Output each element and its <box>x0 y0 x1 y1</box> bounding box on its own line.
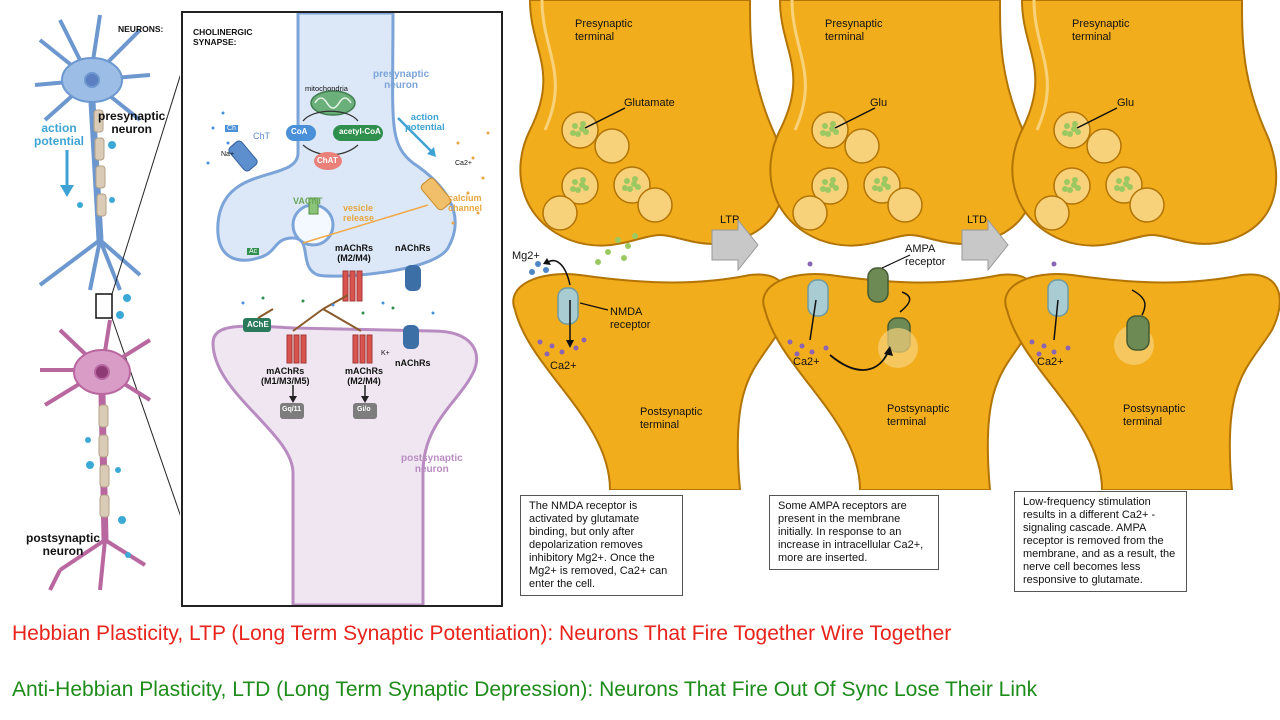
gio-protein <box>353 403 377 419</box>
panel1-description: The NMDA receptor is activated by glutam… <box>520 495 683 596</box>
panel1-postsynaptic-label: Postsynaptic terminal <box>640 406 703 431</box>
presynaptic-nachrs-label: nAChRs <box>395 243 431 253</box>
postsynaptic-nachrs-label: nAChRs <box>395 358 431 368</box>
postsynaptic-nachr-receptor <box>403 325 419 349</box>
ache-enzyme <box>243 318 271 332</box>
calcium-channel-icon <box>420 177 452 211</box>
coa-label: CoA <box>291 127 308 136</box>
neurons-illustration <box>34 14 180 591</box>
ltd-arrow <box>961 218 1009 272</box>
ltp-arrow <box>711 218 759 272</box>
panel1-mg-label: Mg2+ <box>512 250 540 262</box>
ltd-caption: Anti-Hebbian Plasticity, LTD (Long Term … <box>12 678 1038 701</box>
panel3-ca-label: Ca2+ <box>1037 356 1064 368</box>
postsynaptic-neuron-label: postsynaptic neuron <box>26 531 101 558</box>
postsynaptic-machrs-m1-label: mAChRs (M1/M3/M5) <box>261 366 310 386</box>
panel1-ca-label: Ca2+ <box>550 360 577 372</box>
synapse-illustration <box>206 13 490 605</box>
panel1-nmda-label: NMDA receptor <box>610 306 651 331</box>
neurons-title: NEURONS: <box>118 24 164 34</box>
ch-tag: Ch <box>225 125 238 132</box>
presynaptic-machrs-label: mAChRs (M2/M4) <box>335 243 374 263</box>
ltp-caption: Hebbian Plasticity, LTP (Long Term Synap… <box>12 622 952 645</box>
na-tag: Na+ <box>221 151 235 158</box>
plasticity-illustration <box>512 0 1280 490</box>
vacht-label: VAChT <box>293 196 323 206</box>
panel2-presynaptic-label: Presynaptic terminal <box>825 18 883 43</box>
ache-label: AChE <box>247 320 269 329</box>
panel2-glu-label: Glu <box>870 97 888 109</box>
synapse-action-potential-label: action potential <box>405 112 445 133</box>
presynaptic-terminal-shape <box>216 13 457 278</box>
ampa-receptor-icon <box>867 267 889 303</box>
presynaptic-neuron-label: presynaptic neuron <box>98 109 166 136</box>
nmda-receptor-icon <box>557 287 579 325</box>
presynaptic-neuron-tag: presynaptic neuron <box>373 69 430 91</box>
ac-tag: Ac <box>247 248 260 255</box>
panel2-ca-label: Ca2+ <box>793 356 820 368</box>
ca-tag: Ca2+ <box>455 160 472 167</box>
nmda-panel-drawing <box>512 0 789 490</box>
presynaptic-nachr-receptor <box>405 265 421 291</box>
panel3-glu-label: Glu <box>1117 97 1135 109</box>
ltd-arrow-label: LTD <box>967 214 987 226</box>
postsynaptic-machr-m1-receptor <box>286 334 307 364</box>
panel2-postsynaptic-label: Postsynaptic terminal <box>887 403 950 428</box>
presynaptic-neuron-drawing <box>34 14 151 291</box>
acetyl-coa-label: acetyl-CoA <box>339 127 381 136</box>
action-potential-label: action potential <box>34 121 84 148</box>
gq11-protein <box>280 403 304 419</box>
mitochondria-icon <box>310 90 356 116</box>
calcium-channel-label: calcium channel <box>448 193 483 213</box>
vesicle-release-label: vesicle release <box>343 203 375 223</box>
panel1-glutamate-label: Glutamate <box>624 97 675 109</box>
ampa-insert-panel-drawing <box>762 0 1039 490</box>
k-tag: K+ <box>381 350 390 357</box>
gq11-label: Gq/11 <box>282 406 302 413</box>
chat-enzyme <box>314 152 342 170</box>
panel3-description: Low-frequency stimulation results in a d… <box>1014 491 1187 592</box>
cht-transporter <box>228 140 258 172</box>
acetyl-coa-pill <box>333 125 383 141</box>
panel3-postsynaptic-label: Postsynaptic terminal <box>1123 403 1186 428</box>
synapse-title: CHOLINERGIC SYNAPSE: <box>193 27 253 47</box>
cht-label: ChT <box>253 131 271 141</box>
cholinergic-synapse-panel: CHOLINERGIC SYNAPSE: presynaptic neuron … <box>181 11 503 607</box>
ltp-arrow-label: LTP <box>720 214 740 226</box>
ampa-remove-panel-drawing <box>1004 0 1280 490</box>
coa-pill <box>286 125 316 141</box>
presynaptic-machr-receptor <box>342 270 363 302</box>
zoom-box <box>95 293 113 319</box>
panel2-ampa-label: AMPA receptor <box>905 243 946 268</box>
panel1-presynaptic-label: Presynaptic terminal <box>575 18 633 43</box>
postsynaptic-machrs-m2-label: mAChRs (M2/M4) <box>345 366 384 386</box>
vacht-transporter <box>308 197 319 215</box>
panel2-description: Some AMPA receptors are present in the m… <box>769 495 939 570</box>
postsynaptic-neuron-tag: postsynaptic neuron <box>401 453 463 475</box>
mitochondria-label: mitochondria <box>305 84 348 93</box>
postsynaptic-machr-m2-receptor <box>352 334 373 364</box>
chat-label: ChAT <box>317 156 338 165</box>
panel3-presynaptic-label: Presynaptic terminal <box>1072 18 1130 43</box>
gio-label: Gi/o <box>357 406 371 413</box>
